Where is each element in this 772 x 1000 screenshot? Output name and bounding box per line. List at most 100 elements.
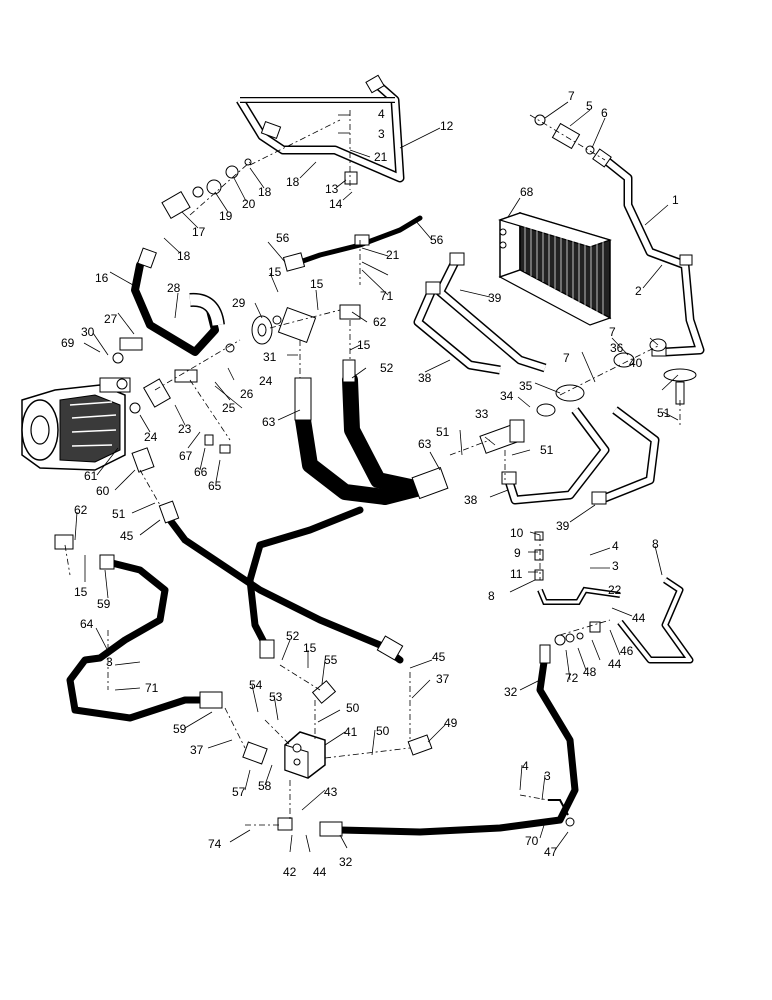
callout: 8: [652, 537, 659, 551]
callout: 46: [620, 644, 634, 658]
callout: 38: [464, 493, 478, 507]
callout: 34: [500, 389, 514, 403]
callout: 28: [167, 281, 181, 295]
hose-59: [66, 558, 214, 722]
callout: 26: [240, 387, 254, 401]
callout: 8: [488, 589, 495, 603]
hose-16: [131, 261, 219, 356]
callout: 51: [540, 443, 554, 457]
callout: 31: [263, 350, 277, 364]
callout: 48: [583, 665, 597, 679]
callout: 6: [601, 106, 608, 120]
callout: 51: [657, 406, 671, 420]
callout: 56: [276, 231, 290, 245]
callout: 15: [303, 641, 317, 655]
callout: 21: [386, 248, 400, 262]
callout: 19: [219, 209, 233, 223]
callout: 3: [544, 769, 551, 783]
callout: 13: [325, 182, 339, 196]
callout: 11: [510, 567, 523, 581]
callout: 15: [74, 585, 88, 599]
callout-labels: 1 2 3 3 3 3 4 4 4 5 6 7 7 7 8 8 9 10 11 …: [61, 89, 679, 879]
callout: 5: [586, 99, 593, 113]
callout: 32: [504, 685, 518, 699]
callout: 51: [436, 425, 450, 439]
callout: 30: [81, 325, 95, 339]
callout: 37: [190, 743, 204, 757]
callout: 3: [106, 655, 113, 669]
callout: 10: [510, 526, 524, 540]
callout: 60: [96, 484, 110, 498]
callout: 2: [635, 284, 642, 298]
callout: 66: [194, 465, 208, 479]
callout: 36: [610, 341, 624, 355]
callout: 64: [80, 617, 94, 631]
callout: 38: [418, 371, 432, 385]
callout: 50: [346, 701, 360, 715]
callout: 40: [629, 356, 643, 370]
callout: 44: [632, 611, 646, 625]
callout: 15: [310, 277, 324, 291]
callout: 20: [242, 197, 256, 211]
callout: 52: [286, 629, 300, 643]
callout: 61: [84, 469, 98, 483]
callout: 7: [609, 325, 616, 339]
callout: 68: [520, 185, 534, 199]
callout: 62: [74, 503, 88, 517]
oil-cooler-icon: [498, 211, 612, 326]
callout: 59: [97, 597, 111, 611]
callout: 44: [608, 657, 622, 671]
hydraulic-pump-icon: [21, 377, 131, 471]
callout: 21: [374, 150, 388, 164]
callout: 3: [612, 559, 619, 573]
callout: 17: [192, 225, 206, 239]
callout: 67: [179, 449, 193, 463]
callout: 27: [104, 312, 118, 326]
callout: 18: [177, 249, 191, 263]
callout: 1: [672, 193, 679, 207]
callout: 41: [344, 725, 358, 739]
callout: 24: [144, 430, 158, 444]
callout: 62: [373, 315, 387, 329]
callout: 45: [120, 529, 134, 543]
callout: 55: [324, 653, 338, 667]
callout: 72: [565, 671, 579, 685]
callout: 37: [436, 672, 450, 686]
callout: 12: [440, 119, 454, 133]
callout: 15: [268, 265, 282, 279]
callout: 25: [222, 401, 236, 415]
callout: 42: [283, 865, 297, 879]
callout: 7: [563, 351, 570, 365]
callout: 71: [145, 681, 159, 695]
callout: 22: [608, 583, 622, 597]
callout: 16: [95, 271, 109, 285]
callout: 9: [514, 546, 521, 560]
callout: 59: [173, 722, 187, 736]
callout: 4: [612, 539, 619, 553]
callout: 35: [519, 379, 533, 393]
callout: 14: [329, 197, 343, 211]
callout: 18: [286, 175, 300, 189]
callout: 3: [378, 127, 385, 141]
callout: 52: [380, 361, 394, 375]
hose-63: [295, 412, 428, 505]
callout: 4: [522, 759, 529, 773]
valve-block-icon: [284, 731, 326, 779]
callout: 70: [525, 834, 539, 848]
callout: 74: [208, 837, 222, 851]
callout: 47: [544, 845, 558, 859]
callout: 57: [232, 785, 246, 799]
callout: 29: [232, 296, 246, 310]
callout: 63: [418, 437, 432, 451]
callout: 24: [259, 374, 273, 388]
callout: 69: [61, 336, 75, 350]
callout: 50: [376, 724, 390, 738]
callout: 18: [258, 185, 272, 199]
elbow-fitting-icon: [161, 158, 252, 219]
tee-fitting-icon: [479, 338, 697, 454]
callout: 4: [378, 107, 385, 121]
callout: 39: [556, 519, 570, 533]
callout: 7: [568, 89, 575, 103]
callout: 23: [178, 422, 192, 436]
